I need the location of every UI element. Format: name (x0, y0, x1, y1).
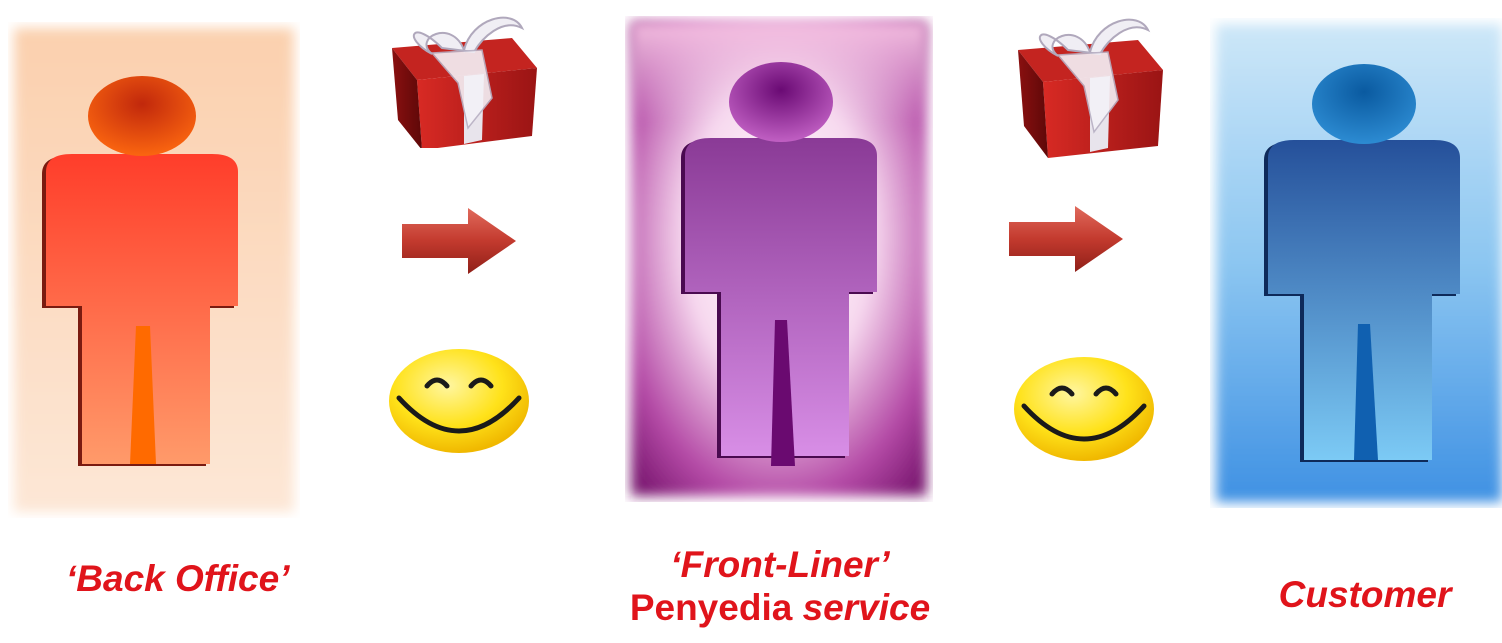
provider-text: Penyedia (630, 587, 803, 628)
right-arrow-icon (398, 208, 520, 279)
provider-service-label: Penyedia service (620, 587, 940, 630)
back-office-label: ‘Back Office’ (66, 558, 286, 601)
smiley-face-icon (385, 346, 533, 461)
front-liner-label-block: ‘Front-Liner’ Penyedia service (620, 544, 940, 629)
right-arrow-icon (1005, 206, 1127, 277)
front-liner-label: ‘Front-Liner’ (620, 544, 940, 587)
stage-back-office (8, 22, 300, 518)
gift-box-icon (372, 8, 562, 153)
service-text: service (803, 587, 931, 628)
front-liner-panel (625, 16, 933, 502)
back-office-panel (8, 22, 300, 518)
stage-customer (1210, 18, 1502, 508)
gift-box-icon (998, 8, 1188, 163)
customer-label: Customer (1240, 574, 1490, 617)
smiley-face-icon (1010, 354, 1158, 469)
customer-panel (1210, 18, 1502, 508)
stage-front-liner (625, 16, 933, 502)
